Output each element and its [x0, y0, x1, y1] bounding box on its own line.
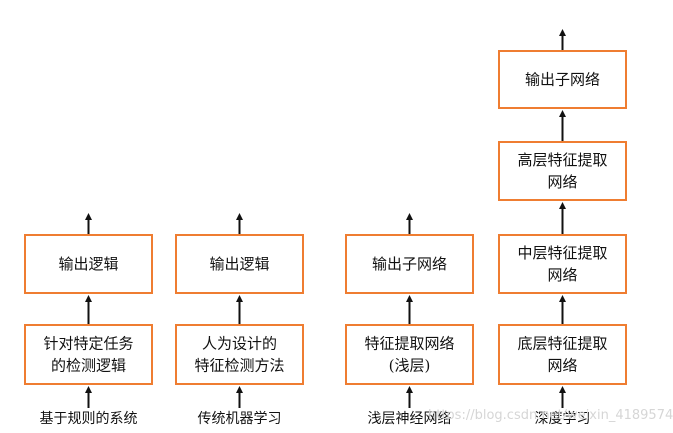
stage-box-border — [345, 324, 474, 385]
arrow-head — [236, 386, 243, 393]
stage-label: 特征检测方法 — [194, 357, 284, 375]
stage-label: 底层特征提取 — [517, 335, 607, 353]
stage-box-border — [345, 234, 474, 294]
connector-arrow — [559, 295, 566, 324]
connector-arrow — [559, 202, 566, 234]
arrow-head — [559, 110, 566, 117]
stage-box: 输出子网络 — [345, 234, 474, 294]
stage-label: 网络 — [547, 266, 577, 284]
connector-arrow — [85, 295, 92, 324]
stage-label: 中层特征提取 — [517, 244, 607, 262]
arrow-head — [85, 295, 92, 302]
column-caption: 传统机器学习 — [198, 411, 282, 427]
stage-label: 网络 — [547, 357, 577, 375]
column-caption: 基于规则的系统 — [40, 410, 138, 427]
stage-box-border — [175, 234, 304, 294]
column-caption: 深度学习 — [535, 411, 591, 427]
arrow-head — [559, 386, 566, 393]
stage-box: 输出逻辑 — [175, 234, 304, 294]
stage-box-border — [24, 324, 153, 385]
stage-box-border — [498, 141, 627, 201]
input-arrow — [236, 386, 243, 408]
connector-arrow — [406, 295, 413, 324]
stage-box-border — [175, 324, 304, 385]
output-arrow — [559, 29, 566, 50]
input-arrow — [406, 386, 413, 408]
stage-label: 输出子网络 — [525, 71, 600, 89]
arrow-head — [406, 213, 413, 220]
stage-box-border — [498, 234, 627, 294]
stage-label: 输出逻辑 — [58, 255, 118, 273]
stage-box-border — [498, 324, 627, 385]
stage-label: 网络 — [547, 173, 577, 191]
arrow-head — [406, 386, 413, 393]
stage-label: 的检测逻辑 — [51, 357, 126, 375]
stage-box: 输出子网络 — [498, 50, 627, 109]
output-arrow — [85, 213, 92, 234]
stage-box-border — [24, 234, 153, 294]
arrow-head — [406, 295, 413, 302]
stage-box-border — [498, 50, 627, 109]
input-arrow — [559, 386, 566, 408]
stage-box: 特征提取网络 (浅层) — [345, 324, 474, 385]
arrow-head — [85, 386, 92, 393]
stage-box: 输出逻辑 — [24, 234, 153, 294]
stage-label: 针对特定任务 — [43, 335, 133, 353]
connector-arrow — [236, 295, 243, 324]
stage-label: 人为设计的 — [202, 335, 277, 353]
arrow-head — [559, 29, 566, 36]
stage-label: 输出逻辑 — [209, 255, 269, 273]
stage-label: 输出子网络 — [372, 255, 447, 273]
arrow-head — [85, 213, 92, 220]
stage-label: 高层特征提取 — [517, 151, 607, 169]
stage-label: 特征提取网络 — [364, 335, 454, 353]
arrow-head — [559, 295, 566, 302]
column-caption: 浅层神经网络 — [368, 411, 452, 427]
input-arrow — [85, 386, 92, 408]
watermark-text: https://blog.csdn.net/weixin_41895747 — [428, 408, 673, 423]
stage-label: (浅层) — [389, 357, 431, 375]
output-arrow — [236, 213, 243, 234]
connector-arrow — [559, 110, 566, 141]
output-arrow — [406, 213, 413, 234]
arrow-head — [559, 202, 566, 209]
arrow-head — [236, 295, 243, 302]
arrow-head — [236, 213, 243, 220]
